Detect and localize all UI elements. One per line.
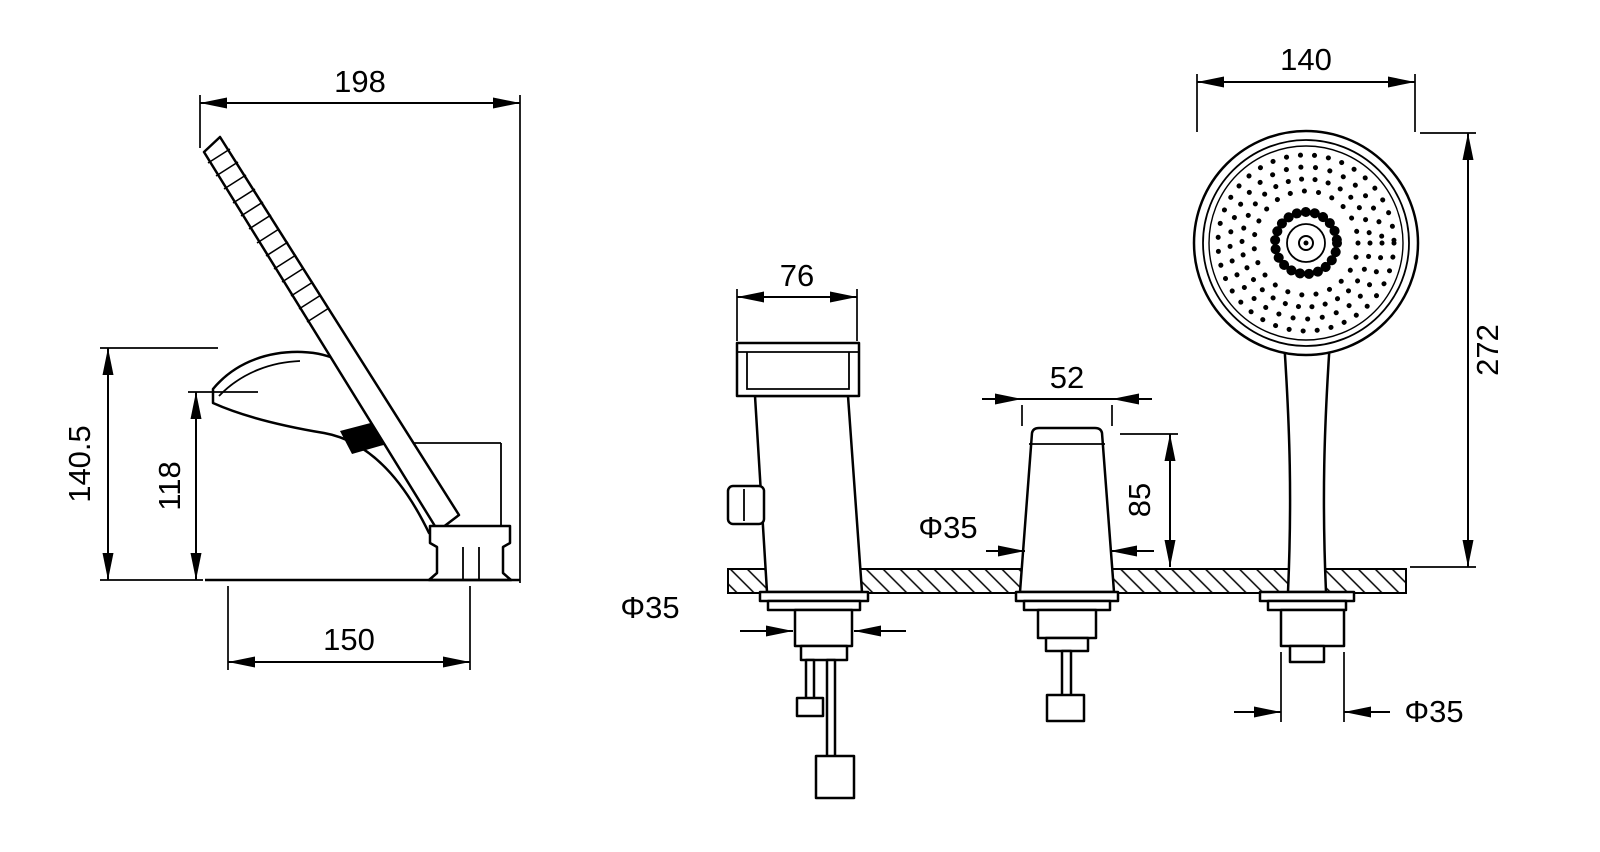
handle-flange	[1014, 590, 1120, 603]
dim-label-76: 76	[780, 258, 814, 293]
dim-label-150: 150	[323, 622, 375, 657]
spout-clamp-block	[814, 754, 856, 800]
spout-front-view	[726, 341, 870, 800]
nozzle-ring-4	[1251, 188, 1361, 298]
dim-phi35-handle: Φ35	[918, 510, 1154, 557]
spout-stud-nut	[795, 696, 825, 718]
dim-label-85: 85	[1122, 483, 1157, 517]
shower-shank	[1279, 608, 1346, 648]
spout-shank	[793, 608, 854, 648]
spout-opening-inner	[746, 352, 850, 390]
nozzle-ring-2	[1227, 164, 1385, 322]
handle-stud	[1060, 649, 1073, 701]
dim-150: 150	[227, 586, 471, 670]
faucet-base-foot	[427, 524, 513, 582]
shower-face-ring	[1208, 145, 1404, 341]
lever-grip-hatching	[207, 148, 330, 323]
dim-52: 52	[982, 360, 1152, 426]
dim-118: 118	[152, 391, 258, 580]
dim-label-140-5: 140.5	[62, 425, 97, 503]
nozzle-ring-3	[1239, 176, 1373, 310]
center-dot	[1303, 240, 1309, 246]
shower-handle-grip	[1282, 338, 1332, 594]
spout-flange	[758, 590, 870, 603]
spout-below-deck-assembly	[758, 590, 870, 800]
spout-gasket	[766, 599, 862, 612]
base-inner-lines	[462, 547, 480, 580]
spout-stud-right	[825, 658, 837, 762]
dim-label-140: 140	[1280, 42, 1332, 77]
dim-label-phi35-spout: Φ35	[620, 590, 679, 625]
spout-front-body	[753, 394, 864, 594]
faucet-side-view	[202, 135, 520, 582]
dim-198: 198	[199, 64, 521, 583]
spout-locknut	[799, 644, 849, 662]
spout-lip-line	[218, 360, 301, 397]
dim-phi35-shower: Φ35	[1234, 652, 1464, 729]
dim-phi35-spout: Φ35	[620, 590, 906, 637]
handle-locknut	[1044, 636, 1090, 653]
dim-label-52: 52	[1050, 360, 1084, 395]
dim-140: 140	[1196, 42, 1416, 132]
handle-gasket	[1022, 599, 1112, 612]
hand-shower-view	[1192, 129, 1420, 664]
dim-label-118: 118	[152, 461, 187, 510]
dim-label-198: 198	[334, 64, 386, 99]
diverter-knob	[726, 484, 766, 526]
shower-nozzle-dots	[1215, 152, 1397, 334]
center-inner-ring	[1286, 223, 1326, 263]
shower-head-rim	[1202, 139, 1410, 347]
dimension-annotations: 198 140.5 118 150 76	[62, 42, 1505, 729]
center-bead-ring	[1270, 207, 1342, 279]
handle-clamp-block	[1045, 693, 1086, 723]
dim-140-5: 140.5	[62, 347, 218, 581]
dim-label-272: 272	[1470, 324, 1505, 376]
dim-76: 76	[736, 258, 858, 341]
dim-272: 272	[1410, 132, 1505, 568]
handle-body	[1018, 426, 1116, 594]
shower-flange	[1258, 590, 1356, 603]
shower-below-deck-assembly	[1258, 590, 1356, 664]
handle-shank	[1036, 608, 1098, 640]
nozzle-ring-1	[1215, 152, 1397, 334]
handle-below-deck-assembly	[1014, 590, 1120, 723]
center-small-ring	[1298, 235, 1314, 251]
shower-hose-tube	[1288, 644, 1326, 664]
dim-85: 85	[1120, 433, 1178, 567]
shower-gasket	[1266, 599, 1348, 612]
handle-front-view	[1014, 426, 1120, 723]
dim-label-phi35-handle: Φ35	[918, 510, 977, 545]
dim-label-phi35-shower: Φ35	[1404, 694, 1463, 729]
spout-front-top	[735, 341, 861, 398]
